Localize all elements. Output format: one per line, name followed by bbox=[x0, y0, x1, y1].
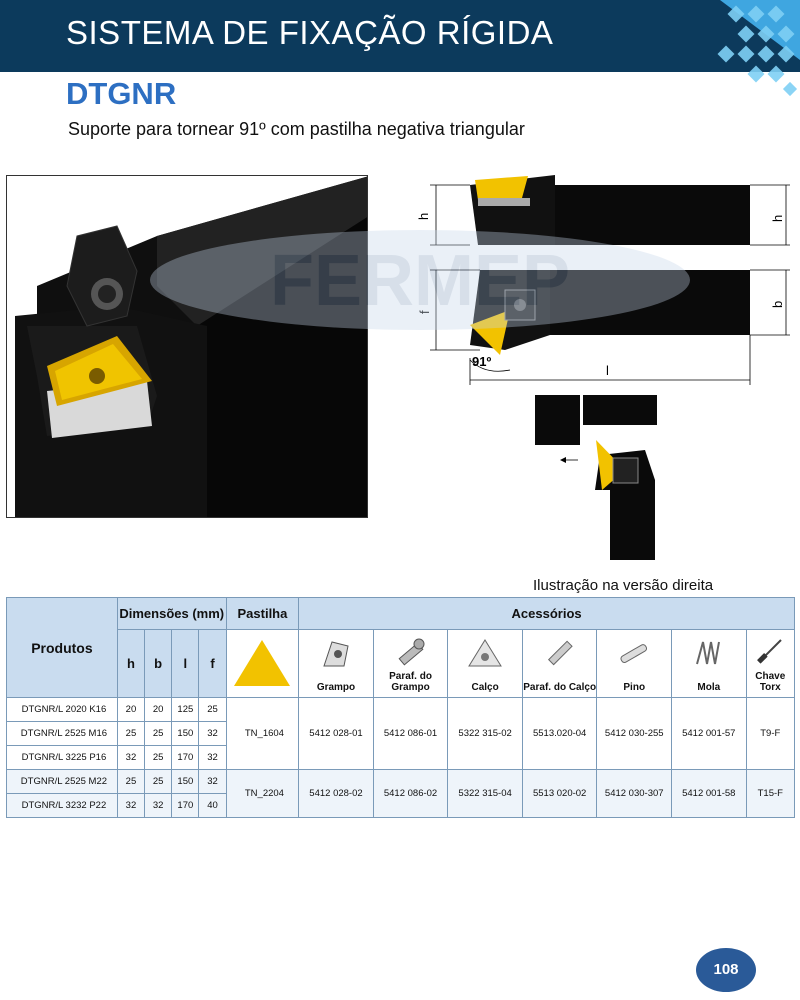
cell-b: 32 bbox=[144, 793, 173, 818]
cell-f: 40 bbox=[198, 793, 227, 818]
cell-paraf-calco: 5513 020-02 bbox=[521, 769, 598, 818]
chave-icon-cell: Chave Torx bbox=[745, 629, 796, 698]
dim-l-label: l bbox=[606, 363, 609, 378]
triangle-insert-icon bbox=[234, 640, 291, 686]
tool-holder-photo bbox=[6, 175, 368, 518]
cell-l: 125 bbox=[171, 697, 200, 722]
page-title: SISTEMA DE FIXAÇÃO RÍGIDA bbox=[66, 14, 554, 51]
cell-calco: 5322 315-04 bbox=[447, 769, 523, 818]
acc-label-paraf-calco: Paraf. do Calço bbox=[523, 682, 597, 693]
table-row-produto: DTGNR/L 3232 P22 bbox=[6, 793, 118, 818]
cell-l: 170 bbox=[171, 793, 200, 818]
cell-b: 25 bbox=[144, 769, 173, 794]
cell-chave: T15-F bbox=[745, 769, 796, 818]
shim-icon bbox=[468, 639, 503, 667]
cell-b: 25 bbox=[144, 721, 173, 746]
cell-h: 20 bbox=[116, 697, 146, 722]
paraf-calco-icon-cell: Paraf. do Calço bbox=[521, 629, 598, 698]
cell-grampo: 5412 028-02 bbox=[298, 769, 374, 818]
spec-table: Produtos Dimensões (mm) Pastilha Acessór… bbox=[6, 597, 796, 818]
dim-h-right-label: h bbox=[770, 215, 785, 222]
cell-h: 25 bbox=[116, 769, 146, 794]
cell-f: 25 bbox=[198, 697, 227, 722]
header-bar: SISTEMA DE FIXAÇÃO RÍGIDA bbox=[0, 0, 800, 72]
cell-b: 25 bbox=[144, 745, 173, 770]
calco-icon-cell: Calço bbox=[447, 629, 523, 698]
pin-icon bbox=[620, 644, 648, 663]
col-header-produtos: Produtos bbox=[6, 597, 118, 698]
illustration-caption: Ilustração na versão direita bbox=[533, 577, 714, 594]
cell-paraf-grampo: 5412 086-02 bbox=[372, 769, 449, 818]
cell-b: 20 bbox=[144, 697, 173, 722]
insert-icon-cell bbox=[225, 629, 300, 698]
cell-mola: 5412 001-57 bbox=[671, 697, 747, 770]
clamp-icon bbox=[323, 641, 349, 667]
acc-label-mola: Mola bbox=[697, 682, 721, 693]
cell-f: 32 bbox=[198, 745, 227, 770]
cell-h: 32 bbox=[116, 745, 146, 770]
cell-chave: T9-F bbox=[745, 697, 796, 770]
col-header-h: h bbox=[116, 629, 146, 698]
cell-f: 32 bbox=[198, 721, 227, 746]
angle-label: 91º bbox=[472, 354, 491, 369]
paraf-grampo-icon-cell: Paraf. do Grampo bbox=[372, 629, 449, 698]
cell-grampo: 5412 028-01 bbox=[298, 697, 374, 770]
cell-l: 150 bbox=[171, 769, 200, 794]
spring-icon bbox=[695, 641, 720, 665]
table-row-produto: DTGNR/L 2525 M22 bbox=[6, 769, 118, 794]
clamp-screw-icon bbox=[398, 638, 425, 666]
pino-icon-cell: Pino bbox=[596, 629, 673, 698]
acc-label-calco: Calço bbox=[471, 682, 499, 693]
col-header-l: l bbox=[171, 629, 200, 698]
dim-b-label: b bbox=[770, 301, 785, 308]
cell-pino: 5412 030-307 bbox=[596, 769, 673, 818]
technical-drawing: h h f b 91º l bbox=[416, 175, 790, 560]
acc-label-paraf-grampo: Paraf. do Grampo bbox=[389, 671, 432, 693]
torx-key-icon bbox=[757, 639, 782, 664]
cell-pastilha: TN_2204 bbox=[225, 769, 300, 818]
product-description: Suporte para tornear 91º com pastilha ne… bbox=[68, 119, 525, 139]
acc-label-chave: Chave Torx bbox=[755, 671, 786, 693]
dim-f-label: f bbox=[417, 310, 432, 314]
acc-label-pino: Pino bbox=[623, 682, 646, 693]
table-row-produto: DTGNR/L 2020 K16 bbox=[6, 697, 118, 722]
col-header-pastilha: Pastilha bbox=[225, 597, 300, 630]
cell-f: 32 bbox=[198, 769, 227, 794]
cell-pastilha: TN_1604 bbox=[225, 697, 300, 770]
mola-icon-cell: Mola bbox=[671, 629, 747, 698]
cell-mola: 5412 001-58 bbox=[671, 769, 747, 818]
dim-h-left-label: h bbox=[416, 213, 431, 220]
cell-pino: 5412 030-255 bbox=[596, 697, 673, 770]
cell-paraf-calco: 5513.020-04 bbox=[521, 697, 598, 770]
col-header-dimensoes: Dimensões (mm) bbox=[116, 597, 227, 630]
cell-h: 25 bbox=[116, 721, 146, 746]
col-header-b: b bbox=[144, 629, 173, 698]
table-row-produto: DTGNR/L 2525 M16 bbox=[6, 721, 118, 746]
page-number: 108 bbox=[696, 948, 756, 992]
col-header-acessorios: Acessórios bbox=[298, 597, 795, 630]
grampo-icon-cell: Grampo bbox=[298, 629, 374, 698]
cell-calco: 5322 315-02 bbox=[447, 697, 523, 770]
cell-h: 32 bbox=[116, 793, 146, 818]
col-header-f: f bbox=[198, 629, 227, 698]
product-code: DTGNR bbox=[66, 76, 177, 111]
acc-label-grampo: Grampo bbox=[316, 682, 356, 693]
header-decoration bbox=[717, 0, 800, 97]
cell-l: 150 bbox=[171, 721, 200, 746]
cell-l: 170 bbox=[171, 745, 200, 770]
cell-paraf-grampo: 5412 086-01 bbox=[372, 697, 449, 770]
shim-screw-icon bbox=[547, 640, 573, 666]
table-row-produto: DTGNR/L 3225 P16 bbox=[6, 745, 118, 770]
